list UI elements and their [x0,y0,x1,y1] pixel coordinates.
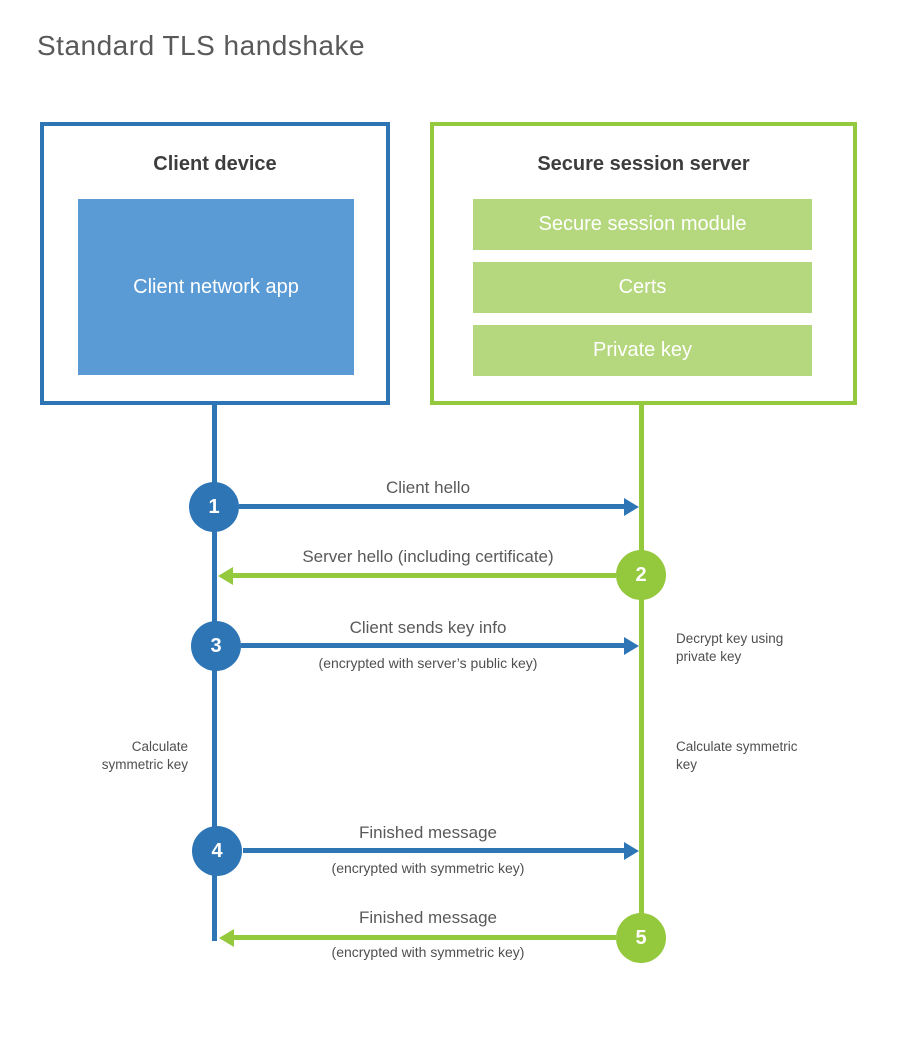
client-network-app-label: Client network app [133,276,299,298]
step2-arrowhead-icon [218,567,233,585]
server-module-stack: Secure session module Certs Private key [473,199,812,388]
step2-label: Server hello (including certificate) [302,547,554,566]
server-module-certs: Certs [473,262,812,313]
step4-sublabel: (encrypted with symmetric key) [331,860,525,876]
client-network-app-box: Client network app [78,199,354,375]
step3-arrow [241,643,626,648]
step4-arrow [243,848,626,853]
step3-label: Client sends key info [349,618,507,637]
server-module-secure-session: Secure session module [473,199,812,250]
step1-arrowhead-icon [624,498,639,516]
step3-circle: 3 [191,621,241,671]
page-title: Standard TLS handshake [37,30,366,61]
step1-label: Client hello [385,478,471,497]
step5-label: Finished message [359,908,497,927]
client-device-box: Client device Client network app [40,122,390,405]
step1-arrow [239,504,626,509]
step5-arrow [234,935,616,940]
step5-arrowhead-icon [219,929,234,947]
step4-circle: 4 [192,826,242,876]
step2-arrow [233,573,616,578]
step5-sublabel: (encrypted with symmetric key) [331,944,525,960]
note-calculate-symmetric-key-server: Calculate symmetric key [676,739,798,772]
client-lifeline [212,405,217,941]
step3-arrowhead-icon [624,637,639,655]
step2-circle: 2 [616,550,666,600]
secure-session-server-title: Secure session server [537,153,750,175]
server-lifeline [639,405,644,915]
server-module-private-key: Private key [473,325,812,376]
note-calculate-symmetric-key-client: Calculate symmetric key [101,739,188,772]
step4-arrowhead-icon [624,842,639,860]
client-device-title: Client device [153,153,277,175]
step3-sublabel: (encrypted with server’s public key) [318,655,538,671]
step4-label: Finished message [359,823,497,842]
secure-session-server-box: Secure session server Secure session mod… [430,122,857,405]
step5-circle: 5 [616,913,666,963]
step1-circle: 1 [189,482,239,532]
note-decrypt-key: Decrypt key using private key [676,631,784,664]
